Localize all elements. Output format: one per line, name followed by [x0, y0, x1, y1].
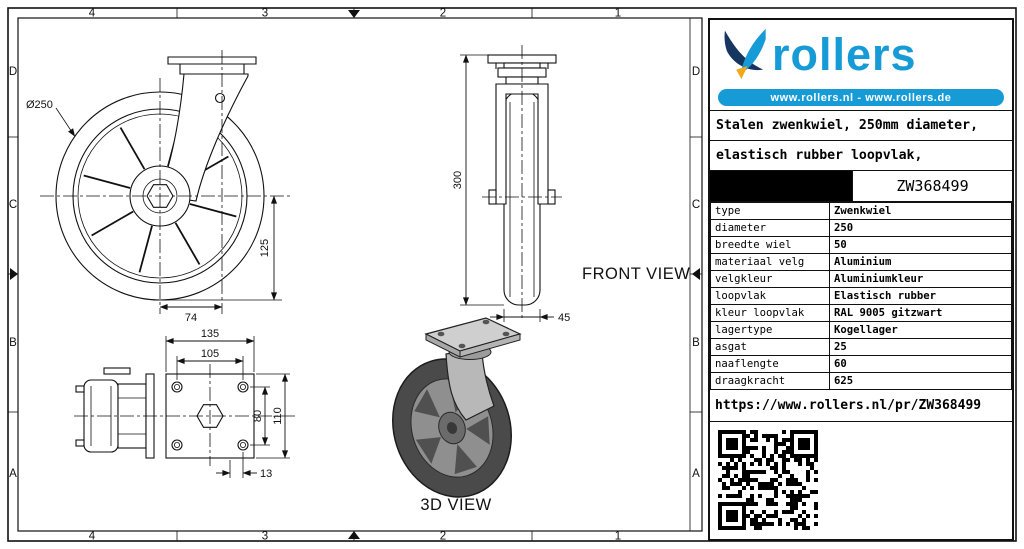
- center-mark-left: [10, 268, 18, 280]
- grid-label: C: [9, 199, 17, 211]
- spec-value: 250: [829, 219, 1012, 237]
- side-view: Ø250 125 74: [26, 50, 292, 324]
- spec-value: Aluminium: [829, 253, 1012, 271]
- dim-radius: 125: [259, 239, 271, 257]
- product-description: Stalen zwenkwiel, 250mm diameter, elasti…: [710, 111, 1012, 171]
- grid-label: 4: [89, 8, 96, 20]
- part-number: ZW368499: [896, 177, 969, 195]
- grid-label: 4: [89, 531, 96, 543]
- dim-total-height: 300: [452, 171, 464, 189]
- rollers-bird-logo-icon: [724, 28, 766, 80]
- front-view: 300 45 FRONT VIEW: [452, 45, 690, 324]
- plate-view: 135 105 80 110 13: [74, 328, 298, 480]
- brand-name: rollers: [772, 28, 917, 80]
- grid-label: 3: [262, 531, 268, 543]
- spec-label: breedte wiel: [710, 236, 830, 254]
- spec-label: velgkleur: [710, 270, 830, 288]
- spec-value: 50: [829, 236, 1012, 254]
- grid-label: A: [9, 468, 17, 480]
- grid-label: 2: [440, 531, 446, 543]
- spec-label: naaflengte: [710, 355, 830, 373]
- three-d-view-label: 3D VIEW: [420, 496, 491, 514]
- title-block: rollers www.rollers.nl - www.rollers.de …: [708, 18, 1014, 541]
- spec-value: 625: [829, 372, 1012, 390]
- grid-label: D: [9, 66, 17, 78]
- center-mark-bottom: [348, 531, 360, 539]
- part-number-filler: [710, 171, 853, 201]
- spec-value: RAL 9005 gitzwart: [829, 304, 1012, 322]
- description-line-1: Stalen zwenkwiel, 250mm diameter,: [710, 111, 1012, 141]
- spec-value: 60: [829, 355, 1012, 373]
- grid-labels: 4 3 2 1 4 3 2 1 D C B A D C B A: [9, 8, 700, 543]
- dim-hole-spacing-h: 80: [252, 410, 264, 422]
- center-mark-right: [692, 268, 700, 280]
- spec-value: Zwenkwiel: [829, 202, 1012, 220]
- spec-label: type: [710, 202, 830, 220]
- qr-section: [710, 422, 1012, 542]
- product-url: https://www.rollers.nl/pr/ZW368499: [710, 390, 1012, 422]
- dim-hole-spacing-w: 105: [201, 348, 219, 360]
- brand-websites: www.rollers.nl - www.rollers.de: [718, 89, 1004, 106]
- dim-hole-edge: 13: [260, 468, 272, 480]
- grid-label: B: [9, 337, 17, 349]
- spec-label: asgat: [710, 338, 830, 356]
- spec-label: lagertype: [710, 321, 830, 339]
- description-line-2: elastisch rubber loopvlak,: [710, 141, 1012, 171]
- spec-label: loopvlak: [710, 287, 830, 305]
- grid-label: A: [692, 468, 700, 480]
- front-view-label: FRONT VIEW: [582, 265, 690, 283]
- spec-label: kleur loopvlak: [710, 304, 830, 322]
- dim-swivel-offset: 74: [185, 312, 197, 324]
- spec-value: Aluminiumkleur: [829, 270, 1012, 288]
- sheet-frame: [7, 7, 1017, 542]
- dim-plate-height: 110: [272, 407, 284, 425]
- spec-label: diameter: [710, 219, 830, 237]
- spec-value: Elastisch rubber: [829, 287, 1012, 305]
- dim-diameter: Ø250: [26, 99, 53, 111]
- spec-label: materiaal velg: [710, 253, 830, 271]
- grid-label: 1: [615, 8, 621, 20]
- center-mark-top: [348, 10, 360, 18]
- grid-label: 2: [440, 8, 446, 20]
- spec-value: 25: [829, 338, 1012, 356]
- spec-value: Kogellager: [829, 321, 1012, 339]
- part-number-row: ZW368499: [710, 171, 1012, 202]
- spec-label: draagkracht: [710, 372, 830, 390]
- grid-label: 3: [262, 8, 268, 20]
- dim-plate-width: 135: [201, 328, 219, 340]
- grid-label: B: [692, 337, 700, 349]
- grid-label: 1: [615, 531, 621, 543]
- grid-label: C: [692, 199, 700, 211]
- grid-label: D: [692, 66, 700, 78]
- qr-code: [718, 430, 818, 530]
- brand-header: rollers www.rollers.nl - www.rollers.de: [710, 20, 1012, 111]
- dim-wheel-width: 45: [558, 312, 570, 324]
- view-3d: 3D VIEW: [391, 317, 522, 514]
